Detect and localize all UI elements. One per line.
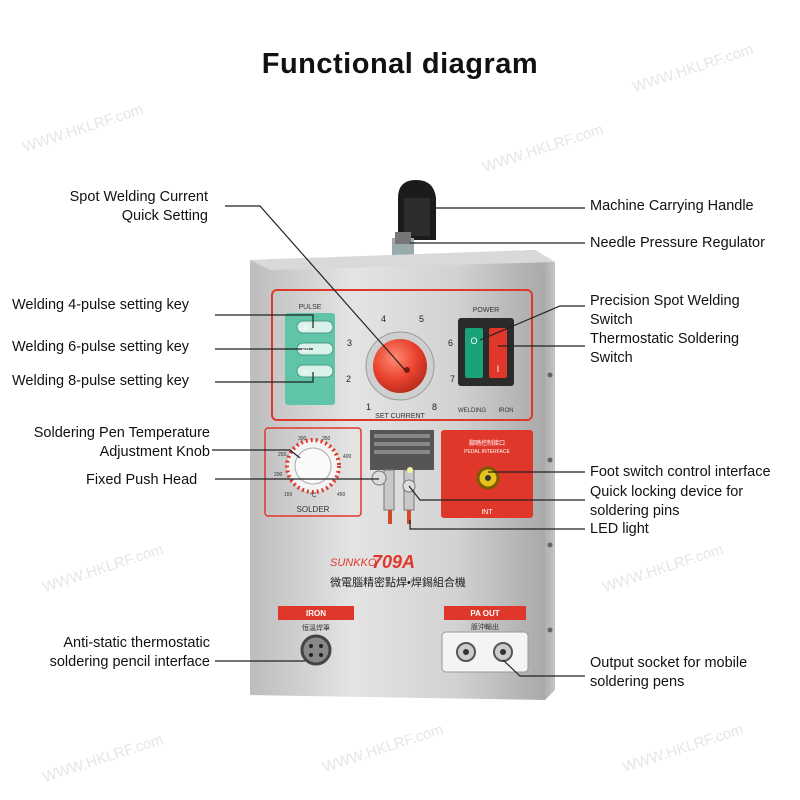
pa-out-label-plate (444, 606, 526, 620)
label-needle-pressure: Needle Pressure Regulator (590, 235, 765, 251)
device-text: PULSE 4P 6P 8P POWER SET CURRENT WELDING… (274, 304, 514, 632)
upper-control-panel (271, 289, 533, 421)
precision-welding-switch[interactable] (465, 328, 483, 378)
dial-number: 8 (432, 402, 437, 412)
label-pulse-6: Welding 6-pulse setting key (12, 339, 190, 355)
current-knob[interactable] (373, 339, 427, 393)
solder-pin (388, 510, 392, 524)
label-foot-switch: Foot switch control interface (590, 464, 771, 480)
power-label: POWER (473, 307, 499, 314)
label-anti-static: Anti-static thermostatic soldering penci… (49, 635, 210, 670)
label-fixed-push-head: Fixed Push Head (86, 472, 198, 488)
solder-scale: 150 (284, 492, 293, 498)
pulse-key-label: 6P (302, 348, 309, 354)
set-current-label: SET CURRENT (375, 413, 425, 420)
dial-number: 4 (381, 314, 386, 324)
soldering-pencil-socket[interactable] (300, 634, 332, 666)
model-text: 709A (372, 552, 415, 572)
page-title: Functional diagram (261, 48, 539, 80)
welding-label: WELDING (458, 408, 486, 414)
svg-text:O: O (470, 336, 477, 346)
iron-cn-label: 恒溫焊筆 (302, 623, 330, 632)
solder-scale: 350 (322, 436, 331, 442)
chinese-name: 微電腦精密點焊•焊錫組合機 (330, 575, 466, 589)
solder-scale: 400 (343, 454, 352, 460)
pulse-4-key[interactable] (296, 320, 334, 334)
label-spot-welding-current: Spot Welding Current Quick Setting (69, 189, 208, 224)
iron-label-plate (278, 606, 354, 620)
temperature-knob[interactable] (294, 447, 332, 485)
solder-scale: 450 (337, 492, 346, 498)
solder-scale: 300 (298, 436, 307, 442)
iron-label: IRON (306, 609, 326, 618)
pedal-cn-label: 腳踏控制接口 (469, 439, 505, 447)
pulse-8-key[interactable] (296, 364, 334, 378)
label-led-light: LED light (590, 521, 649, 537)
dial-number: 3 (347, 338, 352, 348)
iron-switch-label: IRON (499, 408, 514, 414)
celsius-label: °C (310, 493, 317, 499)
solder-pin (407, 510, 411, 524)
dial-number: 1 (366, 402, 371, 412)
dial-number: 7 (450, 374, 455, 384)
label-pulse-4: Welding 4-pulse setting key (12, 297, 190, 313)
pulse-label: PULSE (299, 304, 322, 311)
carrying-handle (392, 180, 436, 260)
label-carrying-handle: Machine Carrying Handle (590, 198, 754, 214)
label-quick-locking: Quick locking device for soldering pins (590, 484, 744, 519)
label-thermostatic-switch: Thermostatic Soldering Switch (590, 331, 740, 366)
solder-scale: 200 (274, 472, 283, 478)
leader-lines (212, 205, 585, 677)
label-precision-switch: Precision Spot Welding Switch (590, 293, 740, 328)
dial-number: 5 (419, 314, 424, 324)
solder-scale: 250 (278, 452, 287, 458)
label-soldering-temp: Soldering Pen Temperature Adjustment Kno… (33, 425, 210, 460)
svg-text:I: I (497, 364, 500, 374)
label-output-socket: Output socket for mobile soldering pens (590, 655, 748, 690)
pedal-en-label: PEDAL INTERFACE (464, 449, 510, 455)
fixed-push-head (371, 470, 387, 486)
pa-out-label: PA OUT (470, 609, 499, 618)
device-side (535, 250, 555, 700)
pulse-key-label: 8P (302, 370, 309, 376)
dial-number: 2 (346, 374, 351, 384)
int-label: INT (481, 509, 493, 516)
pa-out-cn-label: 脈沖輸出 (471, 622, 499, 631)
led-light (407, 467, 413, 473)
output-panel (441, 631, 529, 673)
brand-text: SUNKKO (330, 557, 377, 569)
dial-number: 6 (448, 338, 453, 348)
label-pulse-8: Welding 8-pulse setting key (12, 373, 190, 389)
thermostatic-soldering-switch[interactable] (489, 328, 507, 378)
solder-panel (264, 427, 362, 517)
solder-label: SOLDER (297, 505, 330, 514)
pulse-key-label: 4P (302, 326, 309, 332)
